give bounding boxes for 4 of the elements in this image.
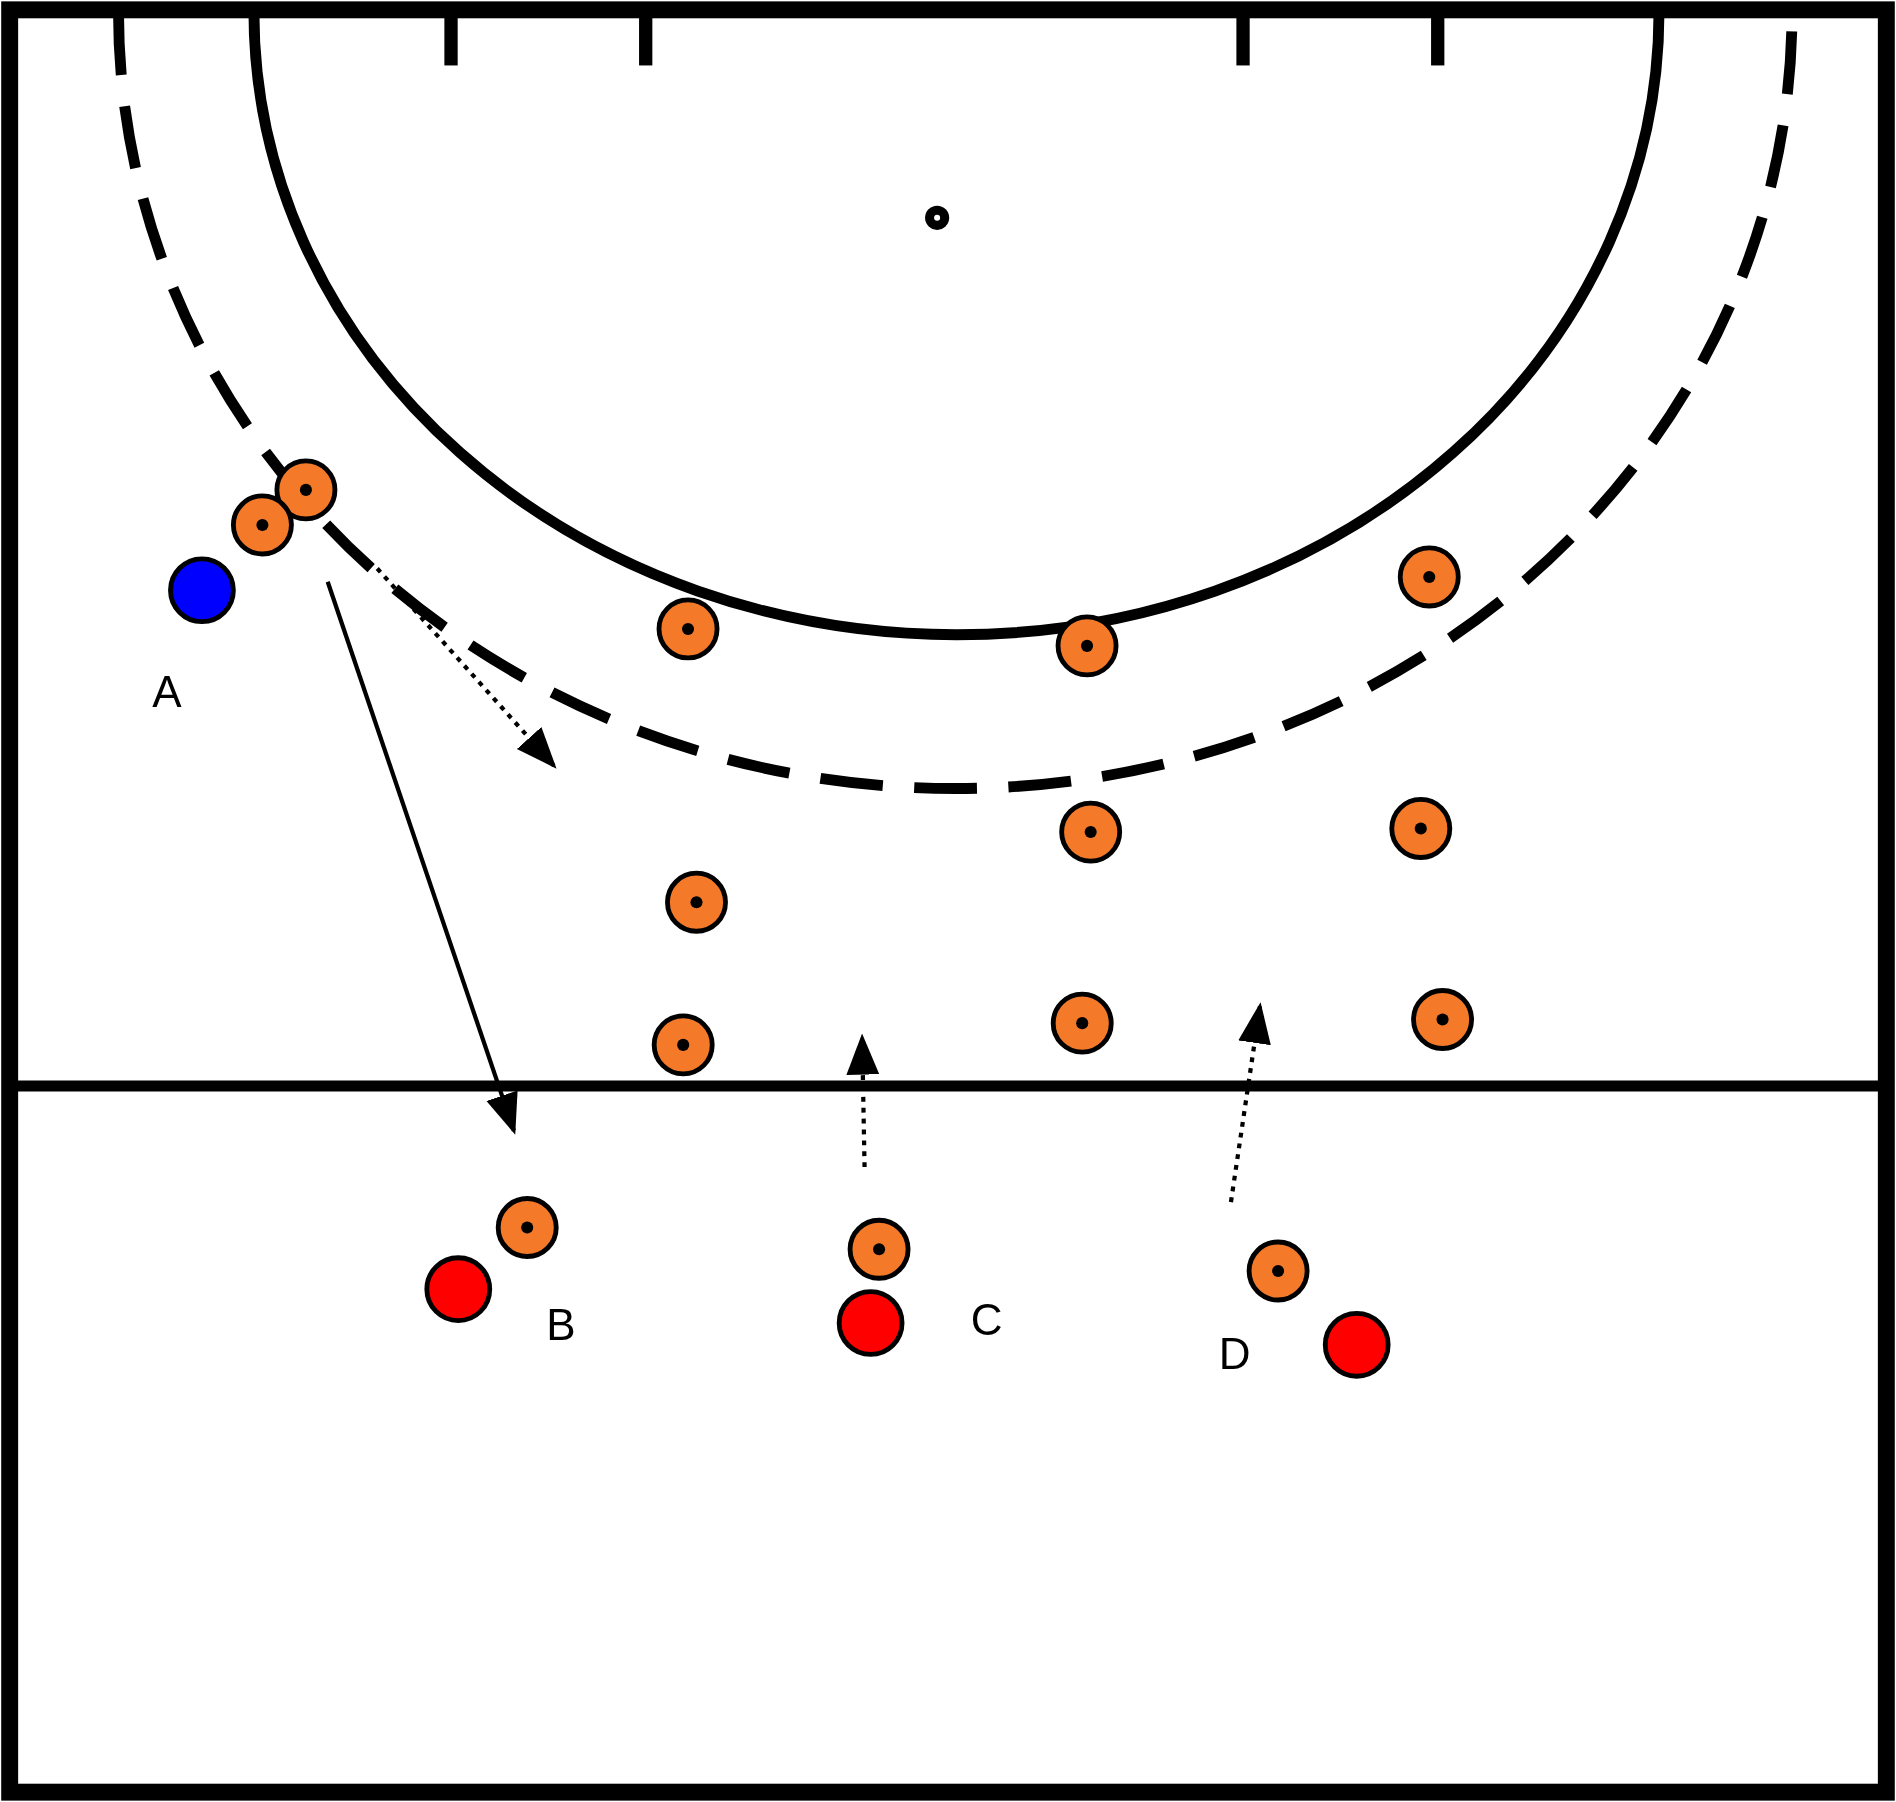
- player-label: B: [546, 1303, 576, 1348]
- player-label: D: [1218, 1332, 1251, 1377]
- player-label: A: [152, 669, 182, 714]
- player-label: C: [970, 1298, 1003, 1343]
